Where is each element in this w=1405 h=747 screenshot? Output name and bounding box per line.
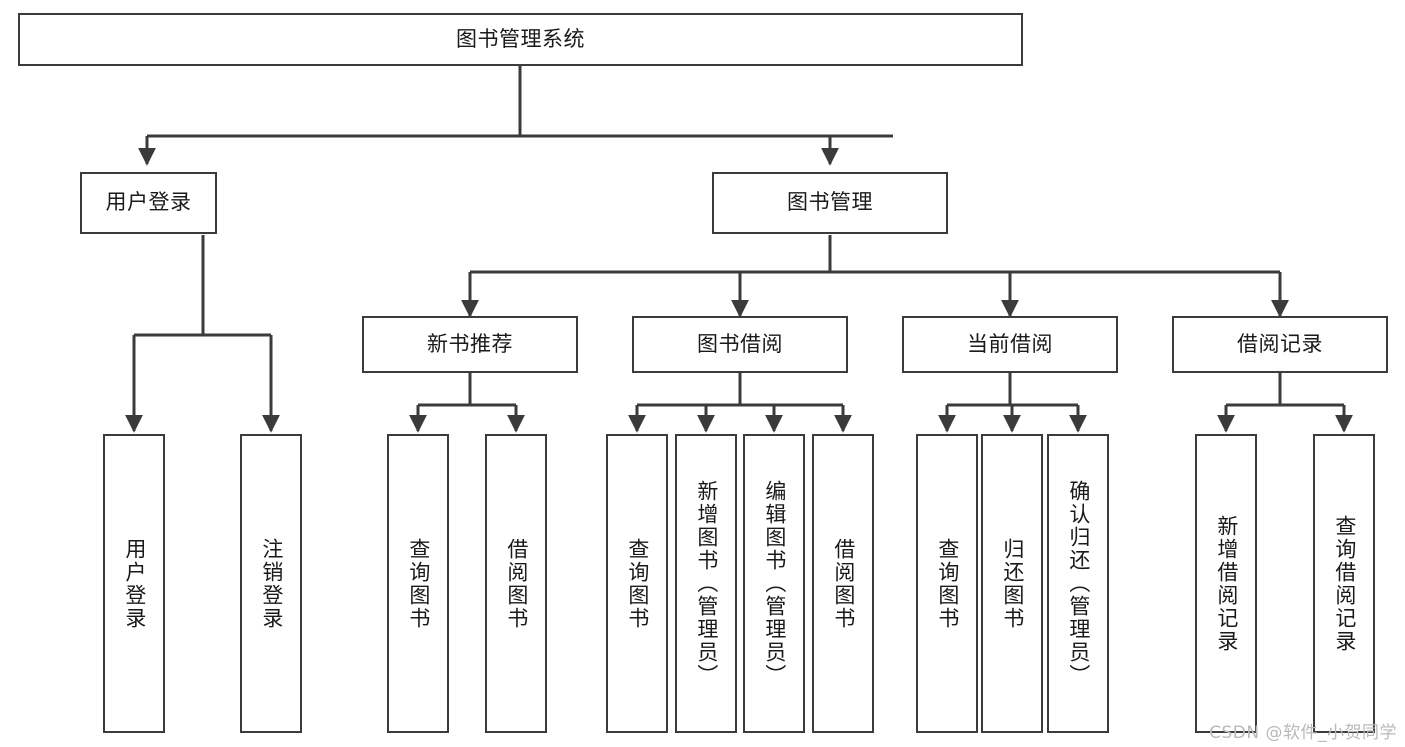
node-label: 当前借阅 — [967, 331, 1053, 356]
leaf-add-book-admin[interactable]: 新增图书（管理员） — [675, 434, 737, 733]
node-label: 图书借阅 — [697, 331, 783, 356]
node-label: 图书管理系统 — [456, 26, 585, 51]
leaf-label: 归还图书 — [1000, 537, 1025, 630]
node-label: 用户登录 — [105, 190, 192, 215]
leaf-label: 新增图书（管理员） — [694, 480, 719, 687]
node-book-management[interactable]: 图书管理 — [712, 172, 948, 234]
leaf-label: 用户登录 — [122, 537, 147, 630]
node-user-login[interactable]: 用户登录 — [80, 172, 217, 234]
leaf-borrow-book[interactable]: 借阅图书 — [812, 434, 874, 733]
leaf-label: 查询图书 — [625, 537, 650, 630]
leaf-user-logout[interactable]: 注销登录 — [240, 434, 302, 733]
leaf-return-book[interactable]: 归还图书 — [981, 434, 1043, 733]
leaf-user-login[interactable]: 用户登录 — [103, 434, 165, 733]
node-label: 借阅记录 — [1237, 331, 1323, 356]
node-current-borrow[interactable]: 当前借阅 — [902, 316, 1118, 373]
leaf-label: 查询图书 — [935, 537, 960, 630]
leaf-query-borrow-record[interactable]: 查询借阅记录 — [1313, 434, 1375, 733]
leaf-label: 借阅图书 — [831, 537, 856, 630]
leaf-label: 确认归还（管理员） — [1066, 480, 1091, 687]
leaf-add-borrow-record[interactable]: 新增借阅记录 — [1195, 434, 1257, 733]
leaf-label: 注销登录 — [259, 537, 284, 630]
node-root-book-management-system[interactable]: 图书管理系统 — [18, 13, 1023, 66]
leaf-label: 借阅图书 — [504, 537, 529, 630]
leaf-borrow-book-recommend[interactable]: 借阅图书 — [485, 434, 547, 733]
leaf-label: 新增借阅记录 — [1214, 514, 1239, 653]
leaf-label: 编辑图书（管理员） — [762, 480, 787, 687]
leaf-label: 查询图书 — [406, 537, 431, 630]
node-borrow-record[interactable]: 借阅记录 — [1172, 316, 1388, 373]
csdn-watermark: CSDN @软件_小贺同学 — [1209, 723, 1397, 743]
node-label: 图书管理 — [787, 190, 873, 215]
leaf-confirm-return-admin[interactable]: 确认归还（管理员） — [1047, 434, 1109, 733]
node-label: 新书推荐 — [427, 331, 513, 356]
leaf-query-book-recommend[interactable]: 查询图书 — [387, 434, 449, 733]
leaf-edit-book-admin[interactable]: 编辑图书（管理员） — [743, 434, 805, 733]
leaf-query-book-current[interactable]: 查询图书 — [916, 434, 978, 733]
leaf-query-book[interactable]: 查询图书 — [606, 434, 668, 733]
node-new-book-recommendation[interactable]: 新书推荐 — [362, 316, 578, 373]
node-book-borrow[interactable]: 图书借阅 — [632, 316, 848, 373]
leaf-label: 查询借阅记录 — [1332, 514, 1357, 653]
